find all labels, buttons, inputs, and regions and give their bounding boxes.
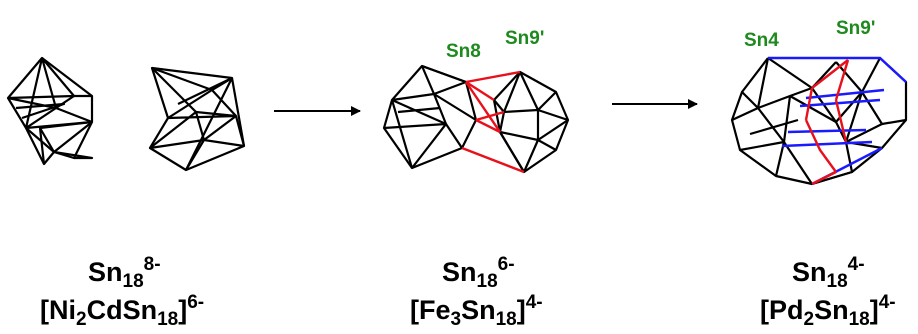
label-sn8: Sn8 bbox=[446, 41, 481, 62]
formula-col1-top: Sn188- bbox=[88, 254, 161, 292]
cluster-sn18-8-left-b bbox=[148, 66, 246, 172]
cluster-sn18-6-middle bbox=[382, 64, 570, 174]
formula-col3-top: Sn184- bbox=[792, 254, 865, 292]
formula-col2-top: Sn186- bbox=[442, 254, 515, 292]
label-sn9prime-right: Sn9' bbox=[836, 18, 875, 39]
cluster-sn18-4-right bbox=[730, 57, 908, 186]
cluster-sn18-8-left-a bbox=[6, 56, 94, 166]
formula-col2-bottom: [Fe3Sn18]4- bbox=[410, 292, 543, 330]
right-red-bonds bbox=[804, 59, 850, 186]
label-sn4: Sn4 bbox=[744, 30, 779, 51]
label-sn9prime-middle: Sn9' bbox=[505, 28, 544, 49]
middle-red-bonds bbox=[461, 70, 525, 174]
formula-col1-bottom: [Ni2CdSn18]6- bbox=[40, 292, 205, 330]
formula-col3-bottom: [Pd2Sn18]4- bbox=[760, 292, 896, 330]
